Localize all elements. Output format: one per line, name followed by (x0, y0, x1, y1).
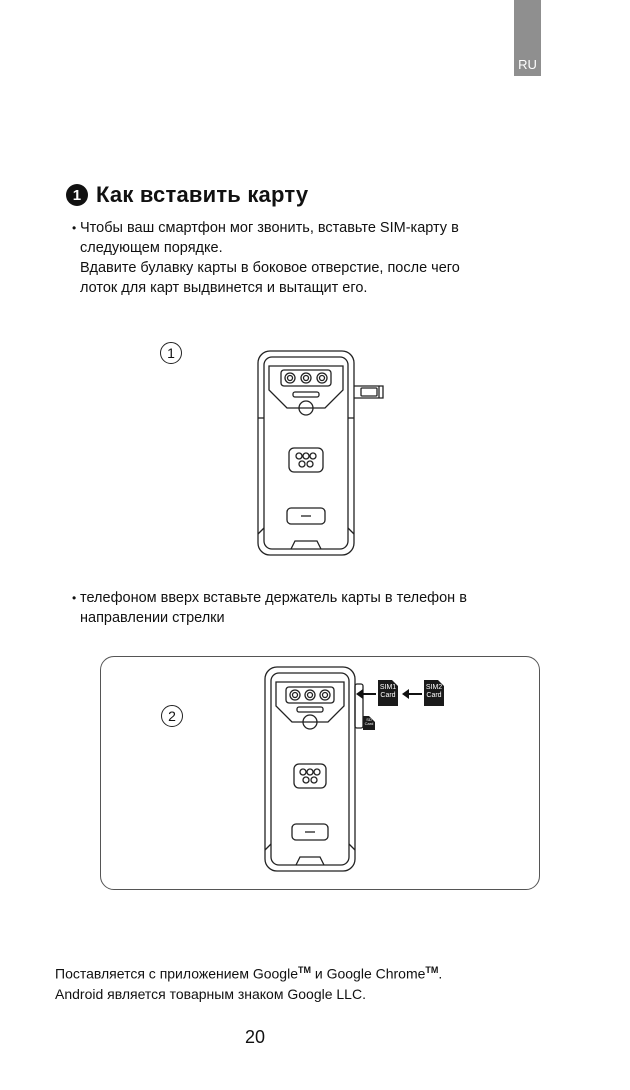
sim1-card-icon: SIM1 Card (378, 680, 398, 706)
arrow-left-icon (402, 689, 422, 699)
footer-text: Поставляется с приложением Google (55, 965, 298, 982)
sim1-label-line1: SIM1 (379, 684, 397, 691)
trademark-mark: TM (425, 965, 439, 975)
language-label: RU (518, 57, 537, 72)
trademark-mark: TM (297, 965, 311, 975)
footer-text: и Google Chrome (310, 965, 426, 982)
step-number-2: 2 (161, 705, 183, 727)
bullet-icon: • (72, 591, 77, 605)
step-number-1: 1 (160, 342, 182, 364)
figure-frame (100, 656, 540, 890)
footer-note: Поставляется с приложением GoogleTM и Go… (55, 960, 442, 1004)
sim1-label-line2: Card (380, 692, 396, 699)
instruction-block-1: • Чтобы ваш смартфон мог звонить, вставь… (72, 218, 460, 298)
instruction-line: направлении стрелки (80, 610, 225, 626)
instruction-line: Чтобы ваш смартфон мог звонить, вставьте… (80, 220, 459, 236)
language-tab: RU (514, 0, 541, 76)
sim2-label-line1: SIM2 (425, 684, 443, 691)
sd-label-line2: Card (364, 721, 374, 726)
sim2-label-line2: Card (426, 692, 442, 699)
sim2-card-icon: SIM2 Card (424, 680, 444, 706)
arrow-left-icon (356, 689, 376, 699)
footer-line-2: Android является товарным знаком Google … (55, 985, 366, 1002)
section-title: 1 Как вставить карту (66, 182, 308, 208)
instruction-line: лоток для карт выдвинется и вытащит его. (80, 280, 368, 296)
instruction-block-2: • телефоном вверх вставьте держатель кар… (72, 588, 467, 628)
section-title-text: Как вставить карту (96, 182, 309, 207)
page-number: 20 (245, 1027, 266, 1047)
footer-text: . (438, 965, 443, 982)
section-number-badge: 1 (66, 184, 88, 206)
phone-illustration-1 (255, 348, 395, 558)
instruction-line: телефоном вверх вставьте держатель карты… (80, 590, 467, 606)
phone-illustration-2 (262, 664, 382, 874)
footer-line-1: Поставляется с приложением GoogleTM и Go… (55, 960, 442, 984)
instruction-line: следующем порядке. (80, 240, 223, 256)
instruction-line: Вдавите булавку карты в боковое отверсти… (80, 260, 460, 276)
sd-card-icon: SD Card (363, 716, 375, 730)
bullet-icon: • (72, 221, 77, 235)
